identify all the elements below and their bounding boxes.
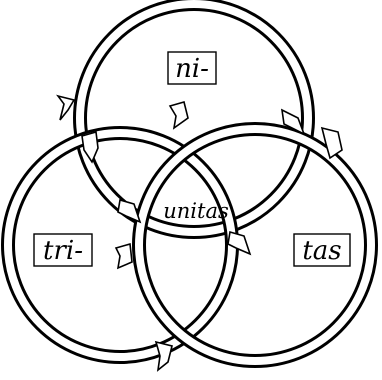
label-right: tas bbox=[294, 234, 350, 266]
arrow-marker bbox=[116, 244, 132, 268]
label-top: ni- bbox=[168, 52, 216, 84]
arrow-marker bbox=[170, 102, 188, 128]
label-top-text: ni- bbox=[175, 54, 209, 84]
ring-top bbox=[80, 4, 308, 232]
label-center: unitas bbox=[163, 199, 229, 223]
label-right-text: tas bbox=[302, 236, 341, 266]
arrow-marker bbox=[58, 96, 74, 120]
label-left-text: tri- bbox=[43, 236, 83, 266]
label-left: tri- bbox=[34, 234, 92, 266]
